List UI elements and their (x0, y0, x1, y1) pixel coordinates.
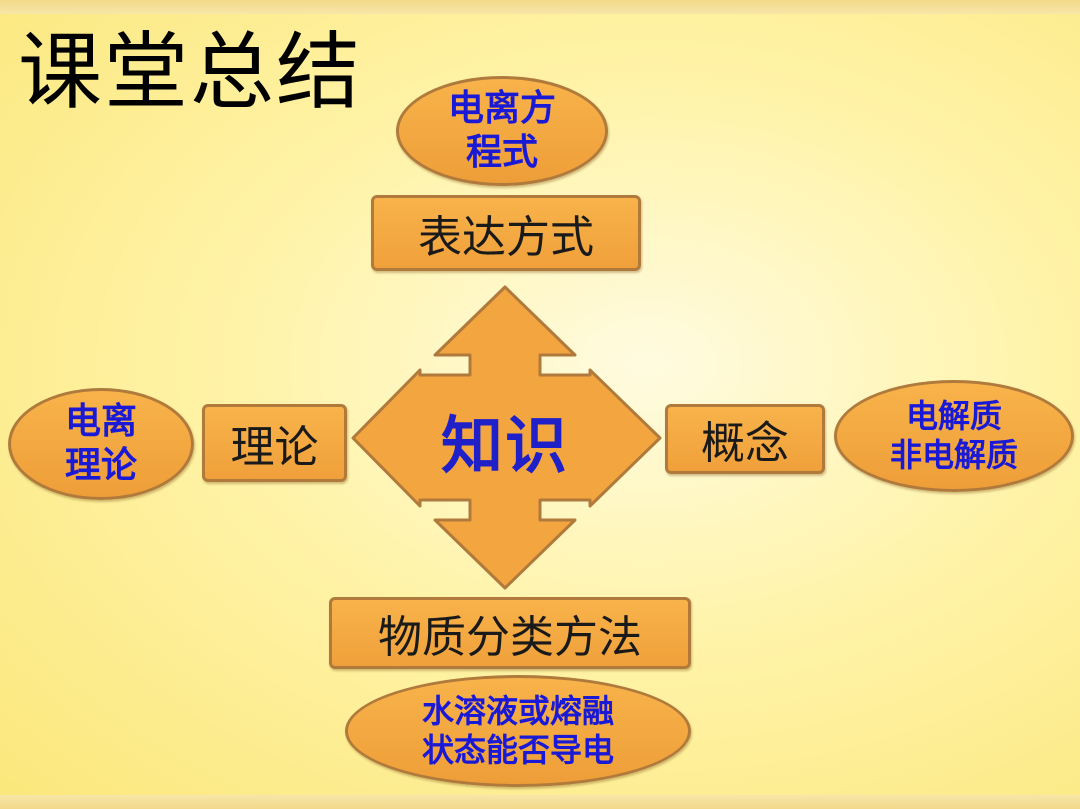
bottom-border (0, 795, 1080, 809)
bottom-oval-line-1: 水溶液或熔融 (421, 691, 614, 730)
right-oval-line-2: 非电解质 (889, 436, 1018, 474)
top-oval: 电离方 程式 (396, 76, 608, 186)
right-oval: 电解质 非电解质 (834, 380, 1074, 492)
right-box: 概念 (665, 404, 825, 474)
left-box: 理论 (202, 404, 347, 482)
top-oval-line-2: 程式 (465, 132, 538, 173)
bottom-oval-line-2: 状态能否导电 (421, 731, 614, 769)
bottom-box: 物质分类方法 (329, 597, 691, 669)
top-border (0, 0, 1080, 14)
top-oval-line-1: 电离方 (447, 88, 556, 130)
left-oval-line-1: 电离 (64, 401, 137, 443)
top-box: 表达方式 (371, 195, 641, 271)
left-oval: 电离 理论 (8, 388, 194, 500)
center-label: 知识 (440, 409, 569, 482)
left-oval-line-2: 理论 (64, 445, 137, 486)
slide-title: 课堂总结 (18, 23, 363, 121)
bottom-oval: 水溶液或熔融 状态能否导电 (345, 675, 691, 787)
right-oval-line-1: 电解质 (905, 396, 1002, 435)
